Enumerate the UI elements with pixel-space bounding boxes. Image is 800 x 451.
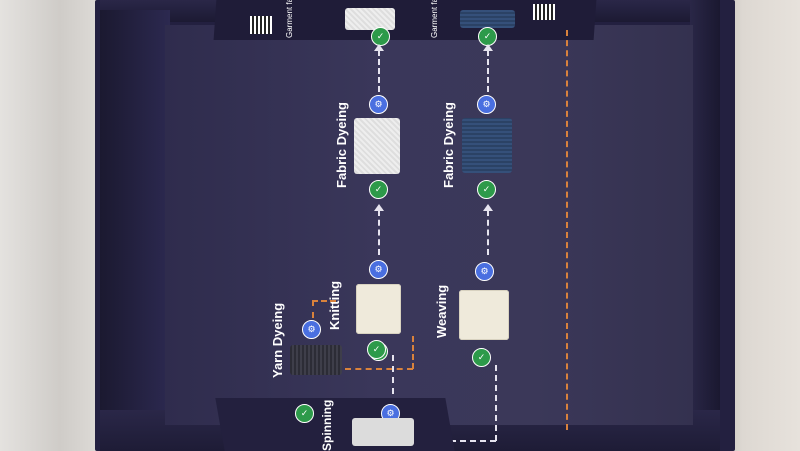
path-arrow: [374, 204, 384, 255]
qr-code-icon: [250, 16, 272, 34]
blue-badge-icon: ⚙: [369, 95, 388, 114]
knitting-swatch: [356, 284, 401, 334]
orange-path: [312, 300, 314, 318]
garment-factory-label-1: Garment factory: [285, 0, 294, 38]
knitting-label: Knitting: [327, 280, 342, 330]
orange-path-line: [566, 30, 568, 430]
yarn-dyeing-sample: [290, 345, 342, 375]
garment-factory-label-2: Garment factory: [430, 0, 439, 38]
weaving-swatch: [459, 290, 509, 340]
garment-blue: [460, 10, 515, 28]
orange-path: [312, 300, 336, 302]
white-path: [420, 440, 496, 442]
path-arrow: [483, 204, 493, 255]
green-badge-icon: ✓: [367, 340, 386, 359]
spinning-panel: [215, 398, 455, 451]
green-badge-icon: ✓: [369, 180, 388, 199]
spinning-label: Spinning: [320, 399, 334, 451]
path-arrow: [374, 44, 384, 92]
fabric-dyeing-label-2: Fabric Dyeing: [441, 102, 456, 188]
garment-white: [345, 8, 395, 30]
box-tray: [165, 25, 693, 425]
white-path: [392, 355, 394, 405]
fabric-dyeing-label-1: Fabric Dyeing: [334, 102, 349, 188]
yarn-dyeing-label: Yarn Dyeing: [270, 302, 285, 378]
fabric-dyeing-sample-blue: [462, 118, 512, 173]
green-badge-icon: ✓: [295, 404, 314, 423]
path-arrow: [483, 44, 493, 92]
fabric-dyeing-sample-white: [354, 118, 400, 174]
blue-badge-icon: ⚙: [302, 320, 321, 339]
white-path: [495, 365, 497, 441]
blue-badge-icon: ⚙: [475, 262, 494, 281]
box-wall-right: [690, 0, 720, 451]
blue-badge-icon: ⚙: [369, 260, 388, 279]
box-wall-left: [100, 10, 170, 451]
qr-code-icon: [533, 4, 555, 20]
weaving-label: Weaving: [434, 284, 449, 338]
orange-path: [345, 368, 413, 370]
green-badge-icon: ✓: [477, 180, 496, 199]
spinning-sample: [352, 418, 414, 446]
green-badge-icon: ✓: [472, 348, 491, 367]
blue-badge-icon: ⚙: [477, 95, 496, 114]
orange-path: [412, 336, 414, 369]
